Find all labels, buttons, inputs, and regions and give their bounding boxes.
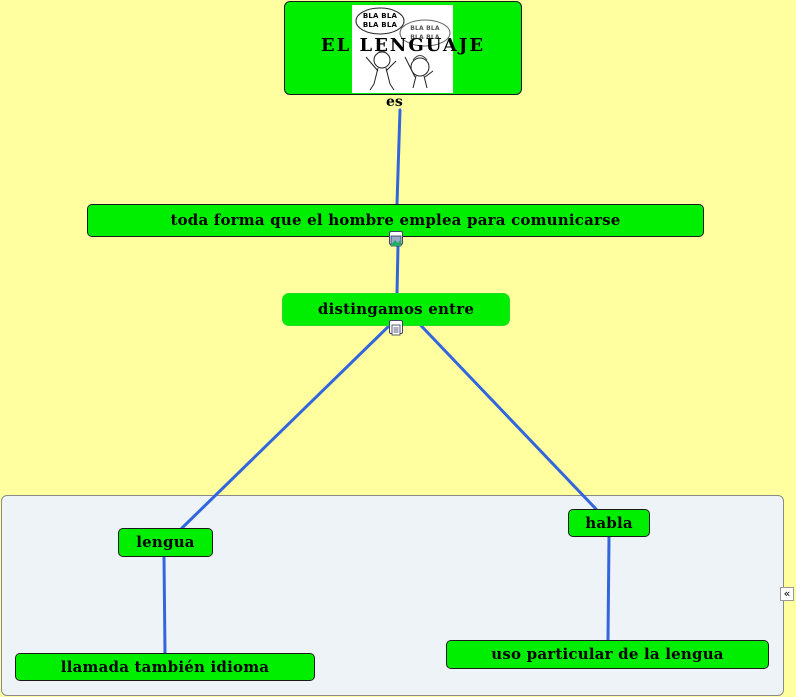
connector-distinguish-habla [406, 310, 598, 511]
collapse-arrows-icon[interactable]: « [780, 587, 794, 601]
document-attachment-icon[interactable] [389, 320, 403, 336]
node-lengua-detail[interactable]: llamada también idioma [15, 653, 315, 681]
node-habla-detail-label: uso particular de la lengua [491, 645, 724, 663]
image-attachment-icon[interactable] [389, 231, 403, 247]
connector-title-definition [395, 108, 402, 206]
bubble-text-1: BLA BLA [363, 12, 398, 20]
link-label-es: es [386, 94, 403, 110]
node-habla-label: habla [585, 513, 633, 532]
node-habla[interactable]: habla [568, 509, 650, 537]
node-definition-label: toda forma que el hombre emplea para com… [170, 211, 621, 229]
cartoon-image: BLA BLA BLA BLA BLA BLA BLA BLA [352, 5, 453, 93]
title-label: EL LENGUAJE [320, 35, 486, 56]
node-lengua-detail-label: llamada también idioma [60, 657, 270, 676]
node-habla-detail[interactable]: uso particular de la lengua [446, 640, 769, 669]
title-node[interactable]: BLA BLA BLA BLA BLA BLA BLA BLA EL LENGU… [284, 1, 522, 95]
bubble-text-3: BLA BLA [410, 25, 440, 32]
node-distinguish-label: distingamos entre [317, 300, 475, 318]
node-lengua[interactable]: lengua [118, 528, 213, 557]
bubble-text-4: BLA BLA [410, 34, 440, 41]
bubble-text-2: BLA BLA [363, 21, 398, 29]
node-lengua-label: lengua [136, 533, 195, 551]
connector-definition-distinguish [395, 244, 400, 295]
